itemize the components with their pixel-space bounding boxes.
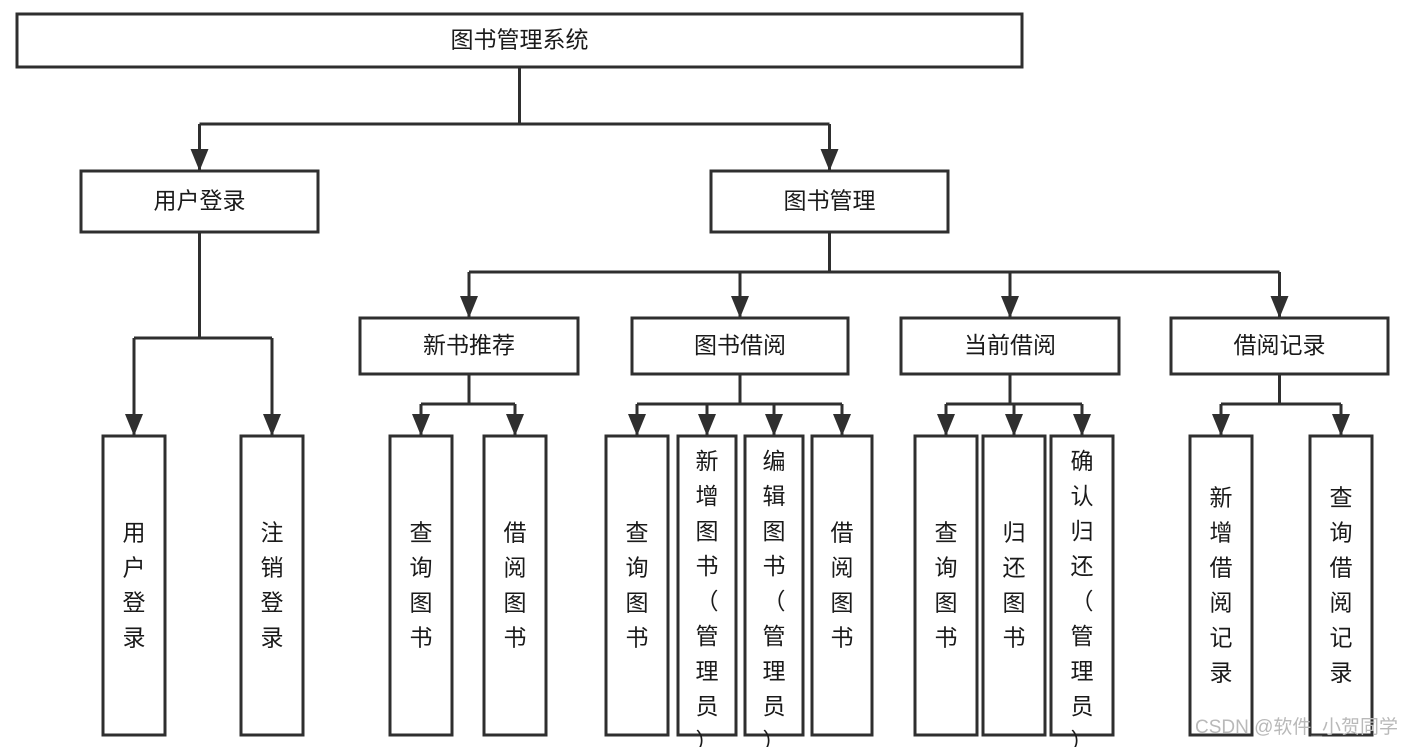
- arrow-head-icon-leaf-add-record: [1212, 414, 1230, 436]
- node-leaf-query-book-2[interactable]: 查询图书: [604, 434, 670, 737]
- node-box-borrow-record: [1169, 316, 1390, 376]
- node-label-leaf-query-record: 查询借阅记录: [1330, 485, 1353, 686]
- node-label-borrow-record: 借阅记录: [1234, 332, 1326, 358]
- node-leaf-borrow-book-1[interactable]: 借阅图书: [482, 434, 548, 737]
- node-label-leaf-edit-book: 编辑图书（管理员）: [763, 448, 786, 747]
- arrow-head-icon-book-borrow: [731, 296, 749, 318]
- node-box-leaf-borrow-book-1: [482, 434, 548, 737]
- node-leaf-edit-book[interactable]: 编辑图书（管理员）: [743, 434, 805, 747]
- node-leaf-return-book[interactable]: 归还图书: [981, 434, 1047, 737]
- arrow-head-icon-leaf-add-book: [698, 414, 716, 436]
- node-label-book-manage: 图书管理: [784, 188, 876, 214]
- node-box-leaf-return-book: [981, 434, 1047, 737]
- node-label-leaf-confirm-return: 确认归还（管理员）: [1071, 448, 1094, 747]
- node-leaf-add-record[interactable]: 新增借阅记录: [1188, 434, 1254, 737]
- node-box-leaf-add-record: [1188, 434, 1254, 737]
- node-root[interactable]: 图书管理系统: [15, 12, 1024, 69]
- node-box-leaf-confirm-return: [1049, 434, 1115, 737]
- node-label-new-book-rec: 新书推荐: [423, 332, 515, 358]
- arrow-head-icon-leaf-logout: [263, 414, 281, 436]
- node-box-leaf-query-book-3: [913, 434, 979, 737]
- node-box-leaf-user-login: [101, 434, 167, 737]
- node-box-user-login: [79, 169, 320, 234]
- arrow-head-icon-leaf-query-book-2: [628, 414, 646, 436]
- node-borrow-record[interactable]: 借阅记录: [1169, 316, 1390, 376]
- node-leaf-query-book-3[interactable]: 查询图书: [913, 434, 979, 737]
- arrow-head-icon-leaf-edit-book: [765, 414, 783, 436]
- node-box-leaf-add-book: [676, 434, 738, 737]
- arrow-head-icon-leaf-confirm-return: [1073, 414, 1091, 436]
- arrow-head-icon-leaf-borrow-book-1: [506, 414, 524, 436]
- node-label-leaf-logout: 注销登录: [261, 520, 284, 651]
- node-box-new-book-rec: [358, 316, 580, 376]
- node-box-root: [15, 12, 1024, 69]
- node-label-leaf-add-book: 新增图书（管理员）: [696, 448, 719, 747]
- node-label-book-borrow: 图书借阅: [694, 332, 786, 358]
- node-leaf-add-book[interactable]: 新增图书（管理员）: [676, 434, 738, 747]
- arrow-head-icon-leaf-query-book-3: [937, 414, 955, 436]
- node-leaf-logout[interactable]: 注销登录: [239, 434, 305, 737]
- connectors-layer: [125, 67, 1350, 436]
- node-leaf-borrow-book-2[interactable]: 借阅图书: [810, 434, 874, 737]
- arrow-head-icon-book-manage: [820, 149, 839, 171]
- node-box-leaf-edit-book: [743, 434, 805, 737]
- node-label-user-login: 用户登录: [154, 188, 246, 214]
- node-box-leaf-query-record: [1308, 434, 1374, 737]
- node-box-current-borrow: [899, 316, 1121, 376]
- arrow-head-icon-user-login: [190, 149, 209, 171]
- arrow-head-icon-leaf-query-book-1: [412, 414, 430, 436]
- node-leaf-query-record[interactable]: 查询借阅记录: [1308, 434, 1374, 737]
- node-box-leaf-borrow-book-2: [810, 434, 874, 737]
- node-leaf-user-login[interactable]: 用户登录: [101, 434, 167, 737]
- node-user-login[interactable]: 用户登录: [79, 169, 320, 234]
- node-current-borrow[interactable]: 当前借阅: [899, 316, 1121, 376]
- arrow-head-icon-leaf-borrow-book-2: [833, 414, 851, 436]
- arrow-head-icon-new-book-rec: [460, 296, 478, 318]
- node-leaf-query-book-1[interactable]: 查询图书: [388, 434, 454, 737]
- arrow-head-icon-leaf-user-login: [125, 414, 143, 436]
- arrow-head-icon-leaf-return-book: [1005, 414, 1023, 436]
- node-new-book-rec[interactable]: 新书推荐: [358, 316, 580, 376]
- node-label-root: 图书管理系统: [451, 27, 589, 53]
- nodes-layer: 图书管理系统用户登录图书管理新书推荐图书借阅当前借阅借阅记录用户登录注销登录查询…: [15, 12, 1390, 747]
- node-label-leaf-borrow-book-2: 借阅图书: [831, 520, 854, 651]
- node-leaf-confirm-return[interactable]: 确认归还（管理员）: [1049, 434, 1115, 747]
- node-box-leaf-query-book-1: [388, 434, 454, 737]
- node-box-book-manage: [709, 169, 950, 234]
- arrow-head-icon-borrow-record: [1270, 296, 1289, 318]
- node-box-leaf-query-book-2: [604, 434, 670, 737]
- node-label-leaf-user-login: 用户登录: [123, 520, 146, 651]
- node-label-leaf-return-book: 归还图书: [1003, 520, 1026, 651]
- node-label-leaf-query-book-2: 查询图书: [626, 520, 649, 651]
- node-label-current-borrow: 当前借阅: [964, 332, 1056, 358]
- node-label-leaf-query-book-3: 查询图书: [935, 520, 958, 651]
- node-book-manage[interactable]: 图书管理: [709, 169, 950, 234]
- arrow-head-icon-current-borrow: [1001, 296, 1019, 318]
- node-label-leaf-add-record: 新增借阅记录: [1210, 485, 1233, 686]
- node-label-leaf-borrow-book-1: 借阅图书: [504, 520, 527, 651]
- node-label-leaf-query-book-1: 查询图书: [410, 520, 433, 651]
- node-box-book-borrow: [630, 316, 850, 376]
- node-box-leaf-logout: [239, 434, 305, 737]
- node-book-borrow[interactable]: 图书借阅: [630, 316, 850, 376]
- csdn-watermark: CSDN @软件_小贺同学: [1195, 716, 1398, 738]
- arrow-head-icon-leaf-query-record: [1332, 414, 1350, 436]
